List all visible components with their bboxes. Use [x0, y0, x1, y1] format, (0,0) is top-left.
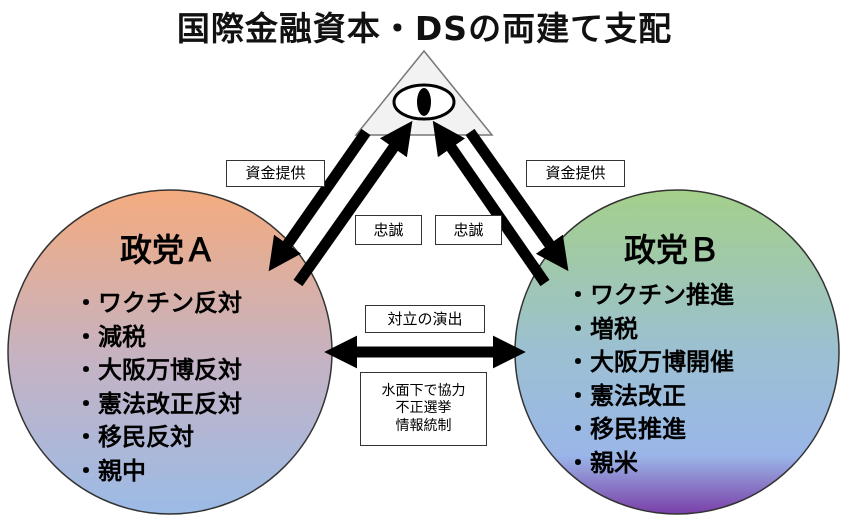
- loyalty-arrow-right: [432, 120, 550, 287]
- diagram-title: 国際金融資本・DSの両建て支配: [176, 9, 673, 48]
- party-a-policy: ・親中: [74, 456, 146, 485]
- party-a-policy: ・減税: [74, 322, 146, 351]
- loyalty-label-right: 忠誠: [435, 215, 502, 245]
- party-a-policy: ・移民反対: [74, 423, 194, 451]
- loyalty-arrow-left: [293, 120, 413, 287]
- underwater-line-3: 情報統制: [395, 417, 452, 434]
- party-b-policy: ・ワクチン推進: [566, 281, 734, 309]
- funding-label-right: 資金提供: [526, 160, 625, 187]
- party-b-policy: ・増税: [566, 314, 638, 343]
- funding-arrow-right: [465, 128, 569, 272]
- staged-conflict-label: 対立の演出: [365, 305, 485, 333]
- party-a-policy: ・憲法改正反対: [74, 389, 242, 418]
- underwater-line-1: 水面下で協力: [381, 382, 466, 399]
- funding-arrow-left: [268, 128, 371, 272]
- party-a-title: 政党Ａ: [120, 231, 217, 269]
- party-b-policy: ・移民推進: [566, 415, 686, 443]
- party-b-policy: ・憲法改正: [566, 381, 686, 410]
- party-b-policy: ・大阪万博開催: [566, 348, 734, 376]
- all-seeing-eye-triangle-icon: [354, 49, 494, 136]
- party-b-title: 政党Ｂ: [624, 231, 721, 269]
- funding-label-left: 資金提供: [226, 160, 325, 187]
- party-a-policy: ・ワクチン反対: [74, 289, 242, 317]
- party-a-policy-list: ・ワクチン反対 ・減税 ・大阪万博反対 ・憲法改正反対 ・移民反対 ・親中: [74, 287, 242, 488]
- underwater-cooperation-box: 水面下で協力 不正選挙 情報統制: [360, 372, 487, 446]
- party-a-policy: ・大阪万博反対: [74, 356, 242, 384]
- loyalty-label-left: 忠誠: [355, 215, 422, 245]
- party-b-policy-list: ・ワクチン推進 ・増税 ・大阪万博開催 ・憲法改正 ・移民推進 ・親米: [566, 279, 734, 480]
- party-b-policy: ・親米: [566, 448, 638, 477]
- underwater-line-2: 不正選挙: [395, 400, 452, 417]
